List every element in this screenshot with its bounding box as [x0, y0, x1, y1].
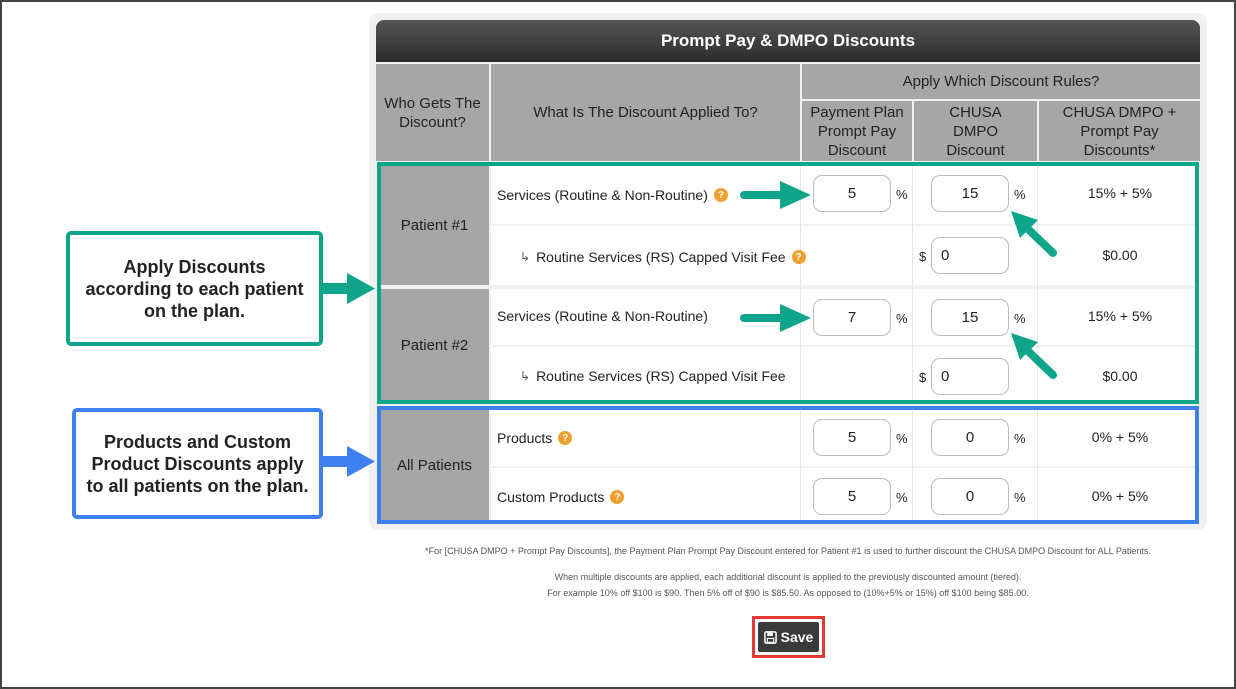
header-prompt-pay: Payment Plan Prompt Pay Discount: [802, 101, 912, 161]
custom-prompt-pay-input[interactable]: 5: [813, 478, 891, 515]
percent-sign: %: [1014, 431, 1026, 446]
percent-sign: %: [1014, 311, 1026, 326]
arrow-callout-products: [323, 456, 349, 467]
custom-result: 0% + 5%: [1091, 488, 1149, 504]
patient-callout: Apply Discounts according to each patien…: [66, 231, 323, 346]
save-label: Save: [780, 629, 814, 645]
help-icon[interactable]: ?: [610, 490, 625, 504]
group-patient-1: Patient #1: [380, 165, 489, 285]
help-icon[interactable]: ?: [558, 431, 573, 445]
dollar-sign: $: [919, 249, 927, 264]
header-apply-rules: Apply Which Discount Rules?: [802, 64, 1200, 99]
sub-arrow-icon: ↳: [520, 369, 531, 383]
row-p2-rs-bg: [491, 347, 1196, 401]
header-what: What Is The Discount Applied To?: [491, 64, 800, 161]
percent-sign: %: [1014, 187, 1026, 202]
tiered-note-2: For example 10% off $100 is $90. Then 5%…: [547, 588, 1029, 598]
percent-sign: %: [1014, 490, 1026, 505]
p1-dmpo-input[interactable]: 15: [931, 175, 1009, 212]
col-sep: [1037, 161, 1038, 521]
help-icon[interactable]: ?: [791, 250, 806, 264]
save-highlight: Save: [752, 616, 825, 658]
row-label-p2-services: Services (Routine & Non-Routine): [497, 308, 708, 324]
percent-sign: %: [896, 490, 908, 505]
products-callout: Products and Custom Product Discounts ap…: [72, 408, 323, 519]
arrow-callout-patient: [323, 283, 349, 294]
percent-sign: %: [896, 431, 908, 446]
group-patient-2: Patient #2: [380, 289, 489, 401]
sub-arrow-icon: ↳: [520, 250, 531, 264]
p1-services-result: 15% + 5%: [1087, 185, 1153, 201]
p2-prompt-pay-input[interactable]: 7: [813, 299, 891, 336]
dollar-sign: $: [919, 370, 927, 385]
percent-sign: %: [896, 187, 908, 202]
p2-rs-result: $0.00: [1102, 368, 1138, 384]
tiered-note-1: When multiple discounts are applied, eac…: [554, 572, 1022, 582]
row-label-p2-rs: ↳ Routine Services (RS) Capped Visit Fee: [520, 368, 786, 384]
row-label-products: Products ?: [497, 428, 573, 448]
save-button[interactable]: Save: [758, 622, 819, 652]
col-sep: [800, 161, 801, 521]
header-who: Who Gets The Discount?: [376, 64, 489, 161]
row-label-p1-services: Services (Routine & Non-Routine) ?: [497, 185, 728, 205]
footnote: *For [CHUSA DMPO + Prompt Pay Discounts]…: [425, 546, 1151, 556]
products-dmpo-input[interactable]: 0: [931, 419, 1009, 456]
p2-services-result: 15% + 5%: [1087, 308, 1153, 324]
p1-prompt-pay-input[interactable]: 5: [813, 175, 891, 212]
col-sep: [912, 161, 913, 521]
row-label-p1-rs: ↳ Routine Services (RS) Capped Visit Fee…: [520, 247, 806, 267]
products-prompt-pay-input[interactable]: 5: [813, 419, 891, 456]
p1-capped-fee-input[interactable]: 0: [931, 237, 1009, 274]
p1-rs-result: $0.00: [1102, 247, 1138, 263]
percent-sign: %: [896, 311, 908, 326]
panel-title: Prompt Pay & DMPO Discounts: [376, 20, 1200, 62]
help-icon[interactable]: ?: [713, 188, 728, 202]
group-all-patients: All Patients: [380, 410, 489, 520]
header-dmpo-prompt-pay: CHUSA DMPO + Prompt Pay Discounts*: [1039, 101, 1200, 161]
floppy-disk-icon: [763, 630, 777, 644]
p2-dmpo-input[interactable]: 15: [931, 299, 1009, 336]
row-p1-rs-bg: [491, 226, 1196, 285]
row-label-custom-products: Custom Products ?: [497, 487, 625, 507]
header-dmpo: CHUSA DMPO Discount: [914, 101, 1037, 161]
products-result: 0% + 5%: [1091, 429, 1149, 445]
p2-capped-fee-input[interactable]: 0: [931, 358, 1009, 395]
custom-dmpo-input[interactable]: 0: [931, 478, 1009, 515]
